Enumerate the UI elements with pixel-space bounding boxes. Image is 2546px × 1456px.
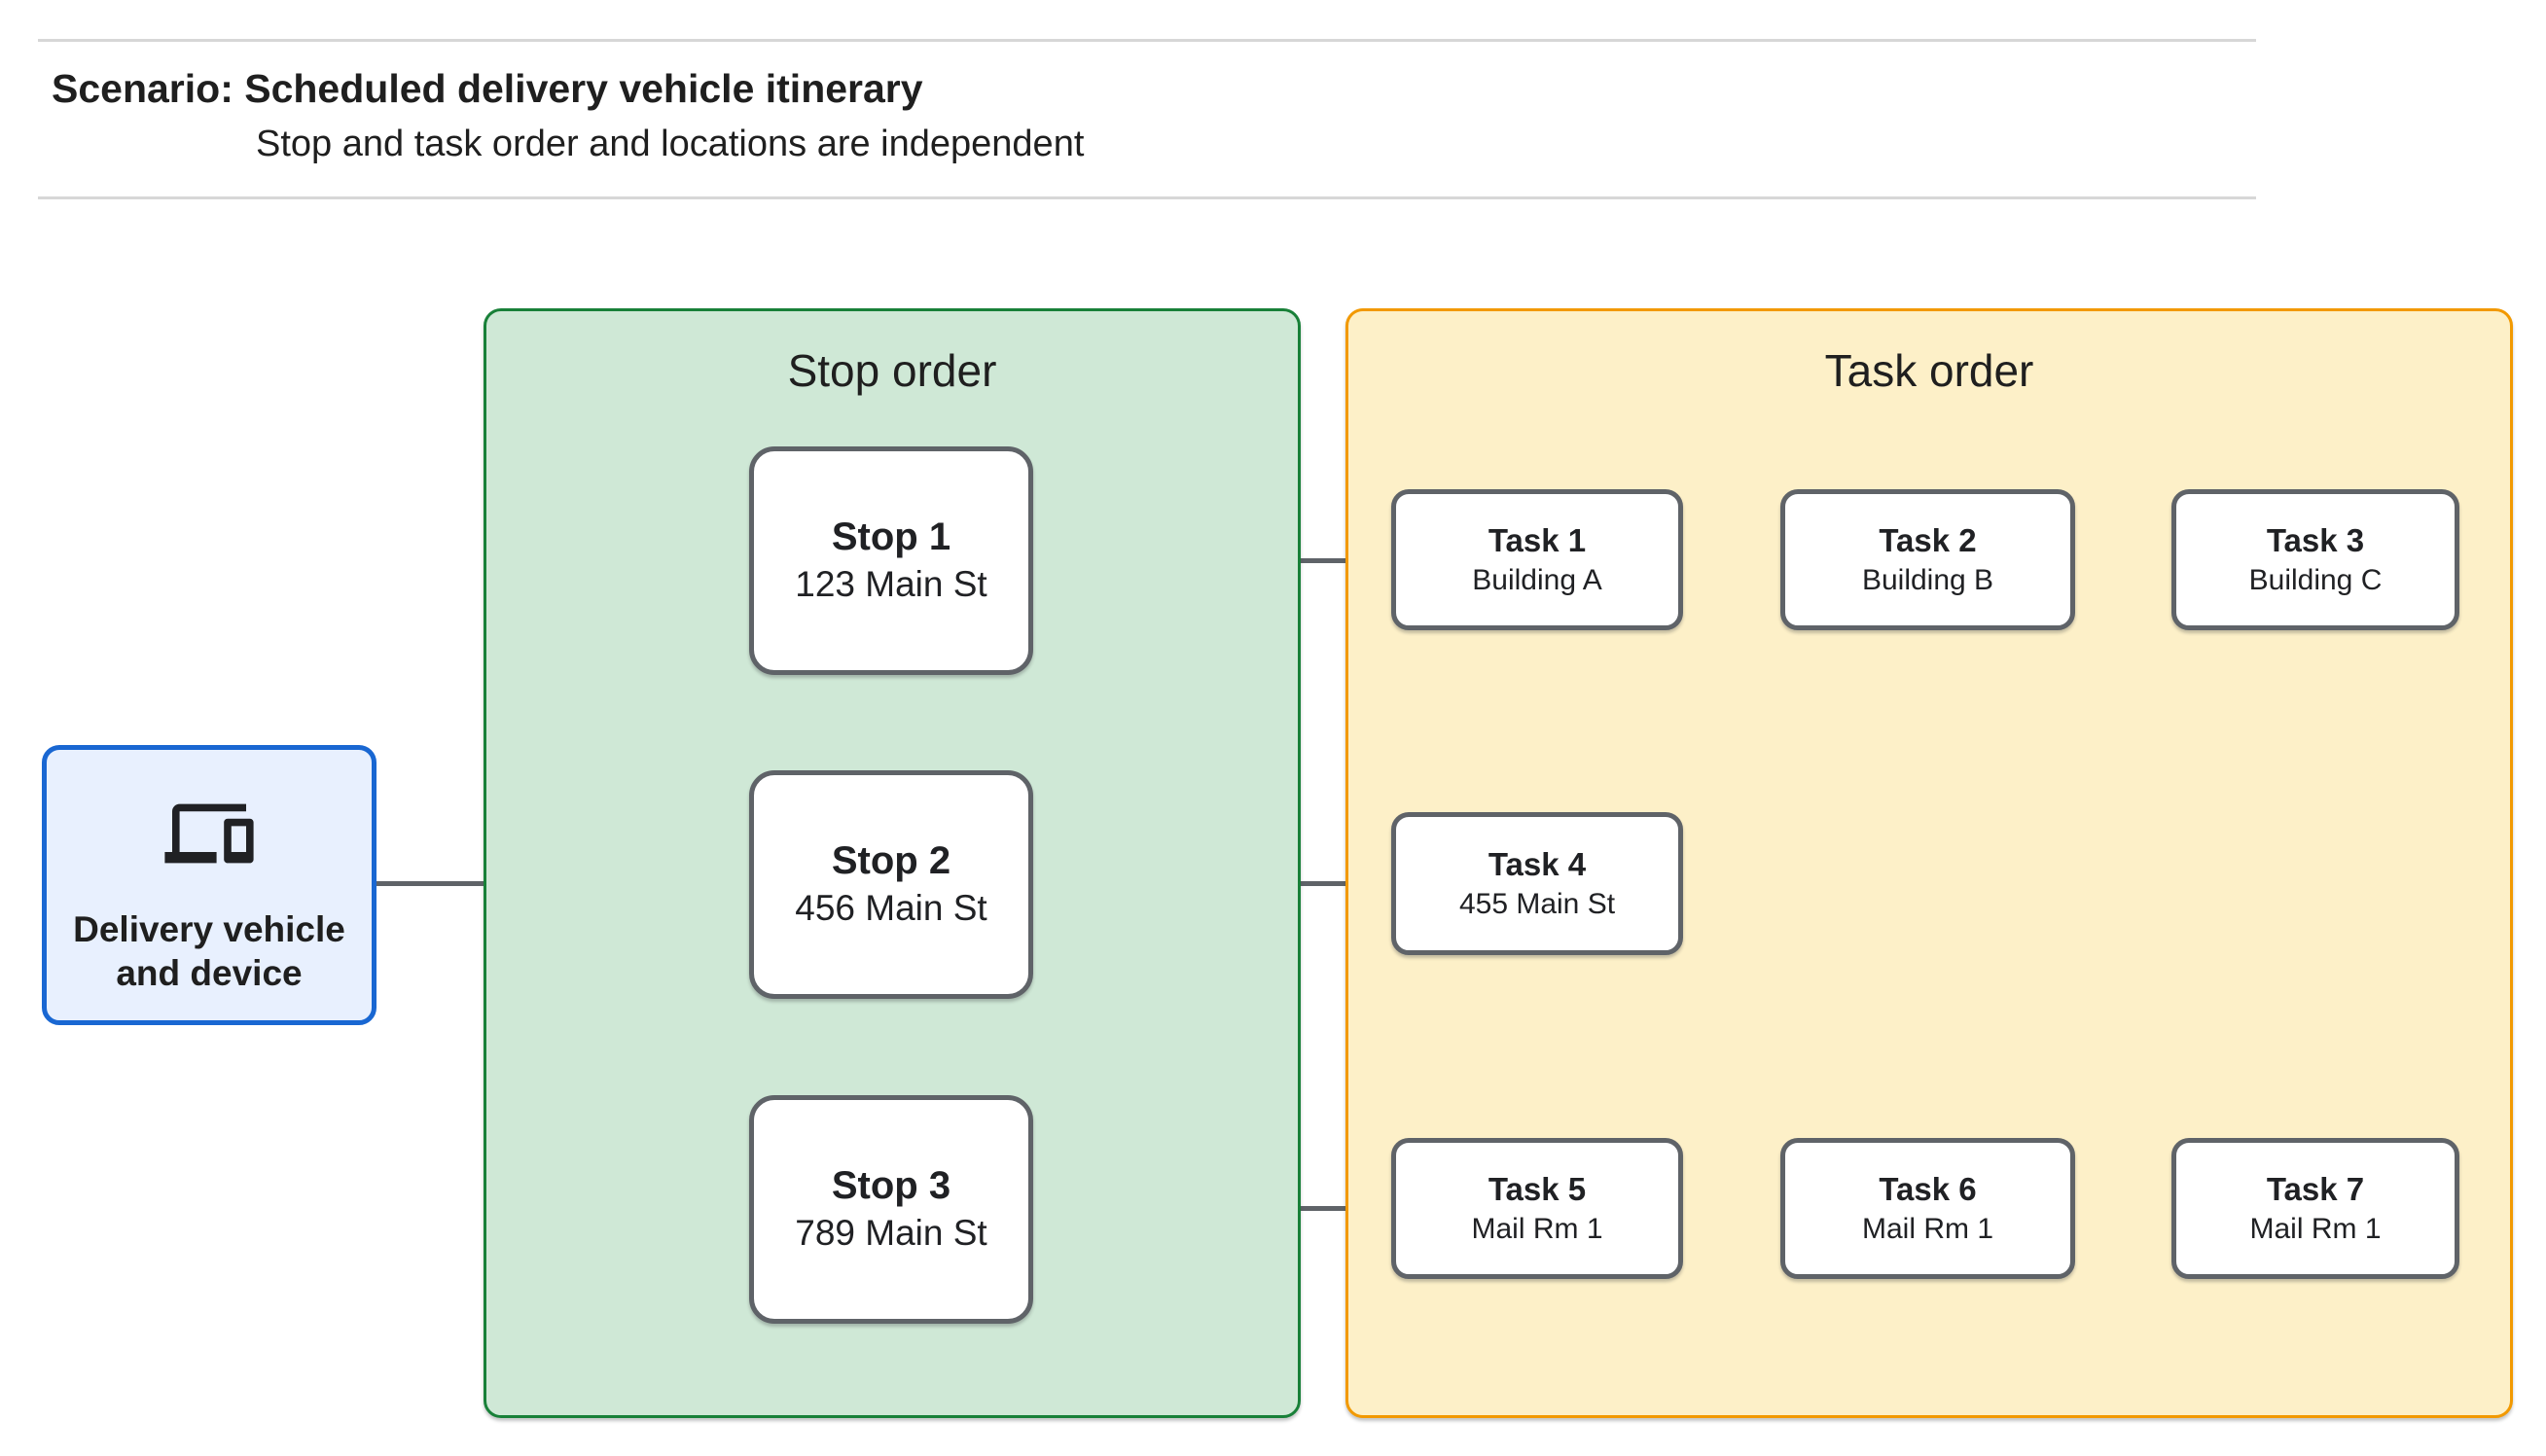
- stop-box-1: Stop 1 123 Main St: [749, 446, 1033, 675]
- stop-box-3: Stop 3 789 Main St: [749, 1095, 1033, 1324]
- stop-3-location: 789 Main St: [795, 1213, 987, 1254]
- delivery-vehicle-label: Delivery vehicle and device: [73, 908, 345, 993]
- task-order-panel-title: Task order: [1824, 345, 2034, 396]
- task-box-3: Task 3 Building C: [2171, 489, 2459, 630]
- page-title: Scenario: Scheduled delivery vehicle iti…: [52, 66, 923, 111]
- task-box-6: Task 6 Mail Rm 1: [1780, 1138, 2075, 1279]
- task-2-location: Building B: [1861, 563, 1994, 596]
- page-subtitle: Stop and task order and locations are in…: [256, 124, 1085, 164]
- stop-order-panel-title: Stop order: [787, 345, 997, 396]
- stop-2-name: Stop 2: [831, 839, 951, 883]
- task-2-name: Task 2: [1879, 522, 1977, 559]
- task-4-name: Task 4: [1488, 846, 1587, 883]
- task-4-location: 455 Main St: [1458, 887, 1616, 920]
- task-7-location: Mail Rm 1: [2249, 1212, 2382, 1245]
- task-box-5: Task 5 Mail Rm 1: [1391, 1138, 1683, 1279]
- top-divider: [38, 39, 2256, 42]
- task-3-location: Building C: [2248, 563, 2383, 596]
- task-box-4: Task 4 455 Main St: [1391, 812, 1683, 955]
- task-box-2: Task 2 Building B: [1780, 489, 2075, 630]
- task-1-location: Building A: [1472, 563, 1602, 596]
- task-6-location: Mail Rm 1: [1861, 1212, 1993, 1245]
- stop-1-name: Stop 1: [831, 515, 951, 559]
- devices-icon: [164, 797, 254, 870]
- stop-2-location: 456 Main St: [795, 888, 987, 929]
- header-bottom-divider: [38, 196, 2256, 199]
- stop-box-2: Stop 2 456 Main St: [749, 770, 1033, 999]
- stop-3-name: Stop 3: [831, 1164, 951, 1208]
- task-7-name: Task 7: [2266, 1171, 2365, 1208]
- task-5-location: Mail Rm 1: [1471, 1212, 1603, 1245]
- task-box-7: Task 7 Mail Rm 1: [2171, 1138, 2459, 1279]
- stop-1-location: 123 Main St: [795, 564, 987, 605]
- task-6-name: Task 6: [1879, 1171, 1977, 1208]
- task-3-name: Task 3: [2266, 522, 2365, 559]
- task-5-name: Task 5: [1488, 1171, 1587, 1208]
- task-1-name: Task 1: [1488, 522, 1587, 559]
- delivery-vehicle-node: Delivery vehicle and device: [42, 745, 377, 1025]
- task-box-1: Task 1 Building A: [1391, 489, 1683, 630]
